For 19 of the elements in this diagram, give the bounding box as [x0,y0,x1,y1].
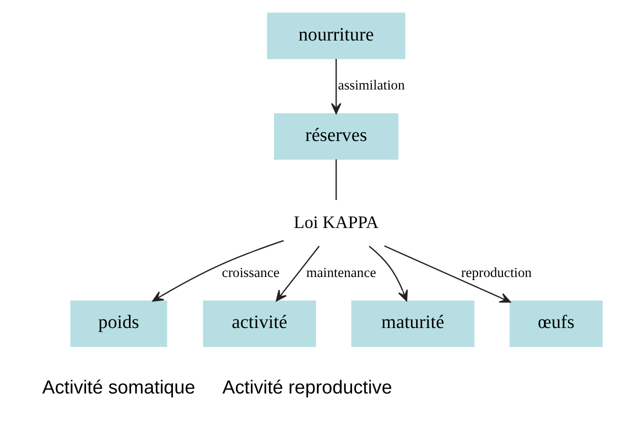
edge-label: maintenance [306,264,376,280]
node-box: œufs [509,300,602,347]
connector [335,159,336,200]
node-box: poids [70,300,167,347]
node-box: maturité [350,300,474,347]
label: Activité somatique [42,376,195,398]
edge-label: croissance [221,264,279,280]
label: Activité reproductive [222,376,392,398]
arrow [368,246,408,302]
arrow [330,58,341,114]
arrow [275,246,320,302]
node-text: Loi KAPPA [293,212,378,232]
node-box: réserves [273,113,398,160]
arrow [152,240,284,302]
node-box: activité [202,300,316,347]
node-box: nourriture [266,12,405,60]
edge-label: reproduction [460,264,532,280]
edge-label: assimilation [337,78,404,93]
arrow [384,245,510,303]
